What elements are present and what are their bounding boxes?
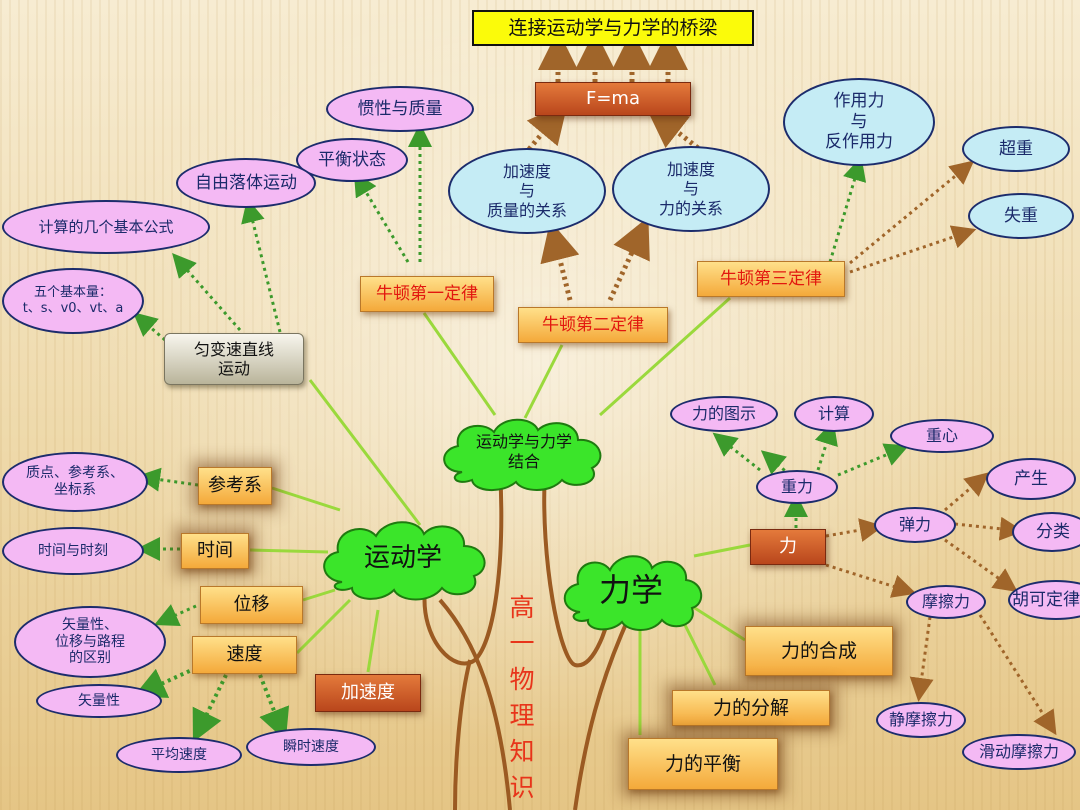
calculation-oval: 计算 [794, 396, 874, 432]
force-balance-box: 力的平衡 [628, 738, 778, 790]
uniform-accel-box: 匀变速直线运动 [164, 333, 304, 385]
equilibrium-state-oval: 平衡状态 [296, 138, 408, 182]
accel-mass-oval: 加速度 与 质量的关系 [448, 148, 606, 234]
page-title: 连接运动学与力学的桥梁 [472, 10, 754, 46]
newton-third-law: 牛顿第三定律 [697, 261, 845, 297]
kinematics-label: 运动学 [363, 542, 442, 573]
displacement-box: 位移 [200, 586, 303, 624]
reference-frame-box: 参考系 [198, 467, 272, 505]
inertia-mass-oval: 惯性与质量 [326, 86, 474, 132]
classify-oval: 分类 [1012, 512, 1080, 552]
time-box: 时间 [181, 533, 249, 569]
weightless-oval: 失重 [968, 193, 1074, 239]
kinematics-cloud: 运动学 [314, 512, 492, 604]
reference-detail-oval: 质点、参考系、 坐标系 [2, 452, 148, 512]
force-box: 力 [750, 529, 826, 565]
inst-velocity-oval: 瞬时速度 [246, 728, 376, 766]
brown-arrows [518, 30, 1057, 736]
vector-oval: 矢量性 [36, 684, 162, 718]
solid-connectors [249, 296, 751, 735]
force-composition-box: 力的合成 [745, 626, 893, 676]
cloud-shape [443, 418, 602, 491]
tree-trunks [422, 469, 632, 810]
mechanics-cloud: 力学 [556, 546, 706, 634]
time-detail-oval: 时间与时刻 [2, 527, 144, 575]
free-fall-oval: 自由落体运动 [176, 158, 316, 208]
cloud-shape [323, 521, 486, 601]
mechanics-label: 力学 [598, 571, 663, 609]
combined-cloud: 运动学与力学结合 [432, 410, 616, 494]
gravity-oval: 重力 [756, 470, 838, 504]
accel-force-oval: 加速度 与 力的关系 [612, 146, 770, 232]
basic-formulas-oval: 计算的几个基本公式 [2, 200, 210, 254]
newton-first-law: 牛顿第一定律 [360, 276, 494, 312]
center-gravity-oval: 重心 [890, 419, 994, 453]
displacement-detail-oval: 矢量性、 位移与路程 的区别 [14, 606, 166, 678]
velocity-box: 速度 [192, 636, 297, 674]
formula-box: F=ma [535, 82, 691, 116]
force-diagram-oval: 力的图示 [670, 396, 778, 432]
sliding-friction-oval: 滑动摩擦力 [962, 734, 1076, 770]
avg-velocity-oval: 平均速度 [116, 737, 242, 773]
basic-quantities-oval: 五个基本量： t、s、v0、vt、a [2, 268, 144, 334]
newton-second-law: 牛顿第二定律 [518, 307, 668, 343]
combined-label: 运动学与力学结合 [475, 432, 572, 471]
static-friction-oval: 静摩擦力 [876, 702, 966, 738]
subject-vertical-title: 高一物理知识 [509, 593, 535, 802]
action-reaction-oval: 作用力 与 反作用力 [783, 78, 935, 166]
friction-oval: 摩擦力 [906, 585, 986, 619]
elastic-force-oval: 弹力 [874, 507, 956, 543]
cloud-shape [563, 555, 702, 631]
overweight-oval: 超重 [962, 126, 1070, 172]
green-arrows [132, 123, 910, 743]
hooke-law-oval: 胡可定律 [1008, 580, 1080, 620]
force-decomposition-box: 力的分解 [672, 690, 830, 726]
acceleration-box: 加速度 [315, 674, 421, 712]
produce-oval: 产生 [986, 458, 1076, 500]
